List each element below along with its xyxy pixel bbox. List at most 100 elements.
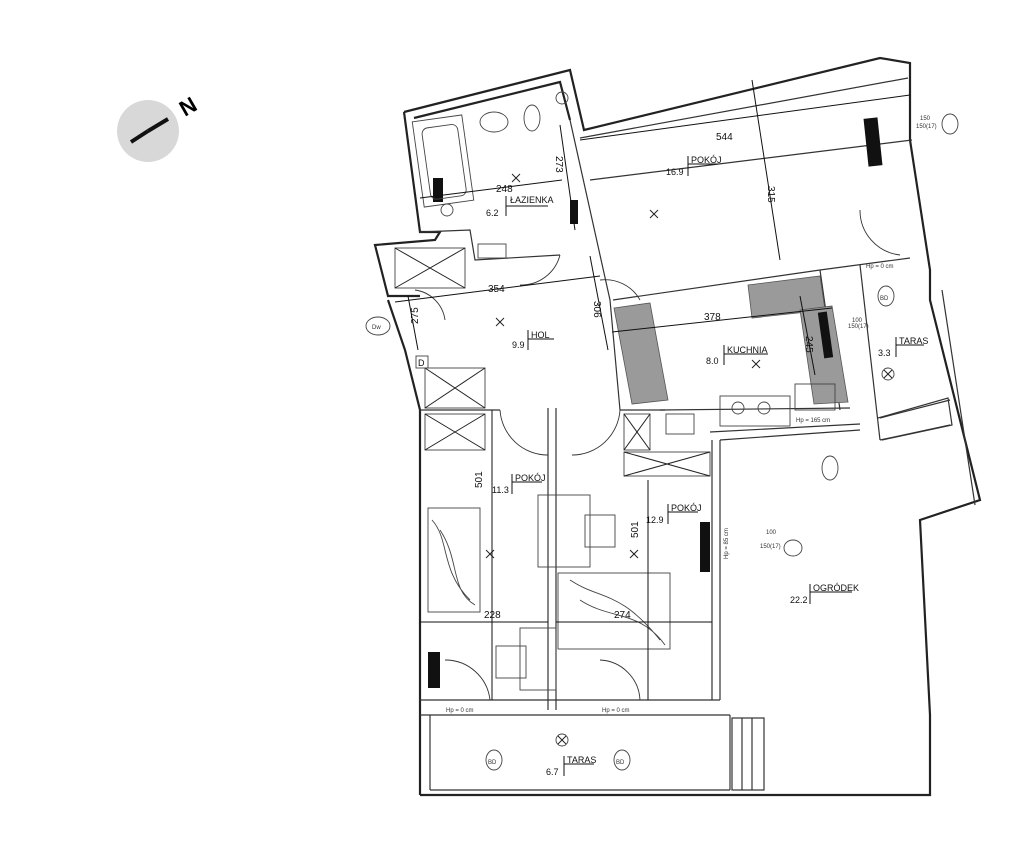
annotation-dw: Dw (372, 325, 381, 331)
wardrobe (424, 367, 486, 409)
room-label-pokoj-3: POKÓJ 12.9 (646, 503, 702, 525)
radiator (428, 652, 440, 688)
chair (584, 514, 616, 548)
furniture (427, 383, 836, 691)
wardrobes (394, 247, 711, 477)
washer (477, 243, 507, 259)
annotation-w150d: 150(17) (848, 324, 869, 330)
door-swing (414, 289, 446, 321)
dim-273: 273 (553, 156, 564, 173)
dimension-lines (394, 79, 911, 700)
dim-248: 248 (496, 184, 513, 195)
compass-label: N (175, 92, 201, 122)
svg-text:3.3: 3.3 (878, 348, 891, 358)
annotation-hp-mid: Hp = 0 cm (602, 708, 630, 714)
annotation-hp-left: Hp = 0 cm (446, 708, 474, 714)
room-label-hol: HOL 9.9 (512, 330, 554, 350)
dim-378: 378 (704, 312, 721, 323)
d-box (415, 355, 429, 369)
bathroom-fixtures (411, 91, 569, 259)
annotation-w150b: 150(17) (916, 124, 937, 130)
annotation-bd2: BD (616, 760, 625, 766)
desk (519, 627, 557, 691)
annotation-w100: 100 (766, 530, 777, 536)
radiator (817, 311, 834, 359)
room-label-pokoj-2: POKÓJ 11.3 (492, 473, 546, 495)
desk (537, 494, 591, 568)
svg-text:16.9: 16.9 (666, 167, 684, 177)
bed (427, 507, 481, 613)
dim-228: 228 (484, 610, 501, 621)
dim-274: 274 (614, 610, 631, 621)
door-swing (571, 409, 621, 456)
annotation-w150c: 150(17) (760, 544, 781, 550)
dim-501a: 501 (474, 471, 485, 488)
outlet-light (881, 367, 895, 381)
svg-text:8.0: 8.0 (706, 356, 719, 366)
room-labels: ŁAZIENKA 6.2 POKÓJ 16.9 HOL 9.9 KUCHNIA … (486, 155, 928, 777)
stove (719, 395, 791, 427)
toilet (523, 104, 541, 132)
kitchen-sink (794, 383, 836, 411)
door-swing (444, 659, 491, 701)
svg-text:12.9: 12.9 (646, 515, 664, 525)
radiator (433, 178, 443, 202)
radiator (700, 522, 710, 572)
svg-text:POKÓJ: POKÓJ (515, 473, 546, 483)
compass-needle (146, 117, 170, 133)
svg-text:11.3: 11.3 (492, 485, 509, 495)
light-points (485, 173, 761, 559)
annotation-d: D (418, 358, 425, 368)
radiators (428, 117, 883, 688)
dim-544: 544 (716, 132, 733, 143)
room-label-pokoj-1: POKÓJ 16.9 (666, 155, 722, 177)
svg-text:KUCHNIA: KUCHNIA (727, 345, 768, 355)
svg-text:POKÓJ: POKÓJ (671, 503, 702, 513)
drain (555, 91, 569, 105)
dim-306: 306 (591, 301, 602, 318)
dim-354: 354 (488, 284, 505, 295)
door-swing (519, 254, 561, 286)
annotations: Dw D Hp = 0 cm Hp = 0 cm Hp = 165 cm Hp … (365, 113, 959, 771)
annotation-hp-kitchen: Hp = 165 cm (796, 418, 830, 424)
compass: N (117, 92, 201, 162)
dim-275: 275 (410, 307, 421, 324)
dim-245: 245 (803, 336, 814, 353)
svg-text:6.2: 6.2 (486, 208, 499, 218)
chair (495, 645, 527, 679)
room-label-lazienka: ŁAZIENKA 6.2 (486, 195, 554, 218)
water-meter (365, 316, 391, 336)
svg-text:TARAS: TARAS (567, 755, 596, 765)
outlet-light (555, 733, 569, 747)
dimension-texts: 544 315 273 248 354 306 275 378 245 501 … (410, 132, 814, 621)
dim-315: 315 (765, 186, 776, 203)
annotation-w150a: 150 (920, 116, 931, 122)
svg-text:HOL: HOL (531, 330, 550, 340)
svg-text:OGRÓDEK: OGRÓDEK (813, 583, 859, 593)
room-label-taras-big: TARAS 6.7 (546, 755, 596, 777)
doors (414, 209, 901, 701)
annotation-w100b: 100 (852, 318, 863, 324)
wardrobe (394, 247, 466, 289)
svg-text:6.7: 6.7 (546, 767, 559, 777)
annotation-hp-right: Hp = 85 cm (724, 528, 730, 559)
annotation-hp-kitchen2: Hp = 0 cm (866, 264, 894, 270)
door-swing (499, 409, 549, 456)
wardrobe (623, 451, 711, 477)
door-swing (859, 209, 901, 256)
room-label-kuchnia: KUCHNIA 8.0 (706, 345, 768, 366)
room-label-ogrodek: OGRÓDEK 22.2 (790, 583, 859, 605)
bathtub (411, 114, 475, 208)
svg-text:22.2: 22.2 (790, 595, 808, 605)
bed (557, 572, 671, 650)
door-swing (599, 279, 641, 301)
radiator (570, 200, 578, 224)
door-swing (599, 659, 641, 701)
wardrobe (623, 413, 651, 451)
svg-text:ŁAZIENKA: ŁAZIENKA (510, 195, 554, 205)
annotation-bd3: BD (880, 296, 889, 302)
room-label-taras-small: TARAS 3.3 (878, 336, 928, 358)
sink (479, 111, 509, 133)
dim-501b: 501 (630, 521, 641, 538)
